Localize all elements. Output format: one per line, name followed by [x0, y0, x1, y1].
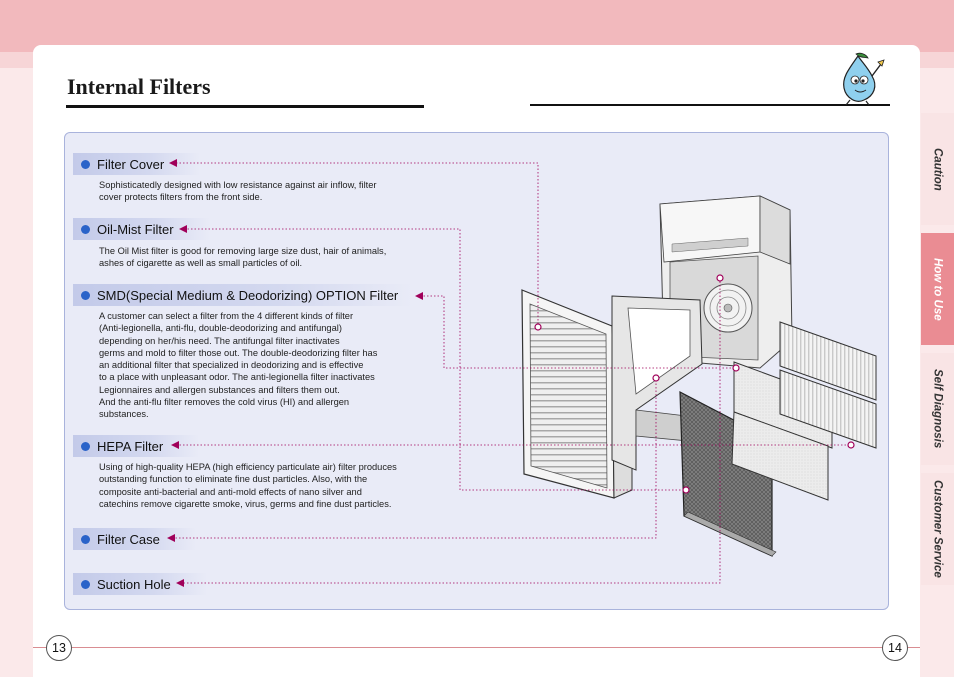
- title-rule-left: [66, 105, 424, 108]
- blue-dot-bullet-icon: [81, 441, 90, 451]
- label-suction-hole: Suction Hole: [73, 573, 207, 595]
- footer-rule: [33, 647, 920, 648]
- desc-line: And the anti-flu filter removes the cold…: [99, 397, 350, 408]
- desc-line: A customer can select a filter from the …: [99, 311, 354, 321]
- desc-line: (Anti-legionella, anti-flu, double-deodo…: [99, 323, 342, 334]
- side-tab-customer-service[interactable]: Customer Service: [921, 473, 954, 585]
- smd-filter-part: [779, 321, 877, 449]
- side-tab-label: Customer Service: [931, 480, 944, 578]
- label-text: Suction Hole: [97, 576, 171, 592]
- left-arrow-icon: [169, 159, 177, 167]
- left-arrow-icon: [179, 225, 187, 233]
- callout-marker: [847, 441, 855, 449]
- side-tab-label: How to Use: [931, 257, 944, 321]
- callout-marker: [534, 323, 542, 331]
- desc-line: The Oil Mist filter is good for removing…: [99, 246, 387, 256]
- callout-markers: [534, 274, 855, 494]
- left-arrow-icon: [415, 292, 423, 300]
- page-number-right: 14: [882, 635, 908, 661]
- callout-marker: [732, 364, 740, 372]
- desc-hepa-filter: Using of high-quality HEPA (high efficie…: [99, 461, 397, 510]
- callout-marker: [652, 374, 660, 382]
- blue-dot-bullet-icon: [81, 224, 90, 234]
- label-filter-cover: Filter Cover: [73, 153, 201, 175]
- blue-dot-bullet-icon: [81, 290, 90, 300]
- desc-line: an additional filter that specialized in…: [99, 360, 364, 371]
- desc-line: substances.: [99, 409, 149, 420]
- side-tab-label: Self Diagnosis: [931, 369, 944, 449]
- side-tab-how-to-use[interactable]: How to Use: [921, 233, 954, 345]
- desc-line: catechins remove cigarette smoke, virus,…: [99, 498, 392, 509]
- desc-filter-cover: Sophisticatedly designed with low resist…: [99, 179, 377, 204]
- desc-line: composite anti-bacterial and anti-mold e…: [99, 486, 362, 497]
- desc-line: to a place with unpleasant odor. The ant…: [99, 372, 375, 383]
- label-text: Filter Cover: [97, 156, 165, 172]
- blue-dot-bullet-icon: [81, 159, 90, 169]
- label-oil-mist-filter: Oil-Mist Filter: [73, 218, 210, 240]
- label-filter-case: Filter Case: [73, 528, 196, 550]
- desc-line: outstanding function to eliminate fine d…: [99, 474, 368, 485]
- desc-line: germs and mold to filter those out. The …: [99, 347, 378, 358]
- left-arrow-icon: [167, 534, 175, 542]
- left-arrow-icons: [167, 159, 423, 587]
- label-text: Oil-Mist Filter: [97, 221, 174, 237]
- title-rule-right: [530, 104, 890, 106]
- left-arrow-icon: [176, 579, 184, 587]
- label-text: SMD(Special Medium & Deodorizing) OPTION…: [97, 287, 399, 303]
- water-drop-mascot-icon: [843, 52, 885, 106]
- desc-line: Legionnaires and allergen substances and…: [99, 384, 340, 395]
- side-tab-self-diagnosis[interactable]: Self Diagnosis: [921, 353, 954, 465]
- desc-oil-mist-filter: The Oil Mist filter is good for removing…: [99, 245, 386, 270]
- desc-smd-option-filter: A customer can select a filter from the …: [99, 310, 377, 421]
- desc-line: Using of high-quality HEPA (high efficie…: [99, 462, 397, 472]
- label-text: Filter Case: [97, 531, 160, 547]
- blue-dot-bullet-icon: [81, 534, 90, 544]
- blue-dot-bullet-icon: [81, 579, 90, 589]
- side-tab-label: Caution: [931, 147, 944, 191]
- page-number-left: 13: [46, 635, 72, 661]
- label-text: HEPA Filter: [97, 438, 164, 454]
- label-smd-option-filter: SMD(Special Medium & Deodorizing) OPTION…: [73, 284, 413, 306]
- callout-lines: [172, 162, 850, 584]
- desc-line: Sophisticatedly designed with low resist…: [99, 180, 377, 190]
- desc-line: depending on her/his need. The antifunga…: [99, 335, 340, 346]
- top-header-band: [0, 0, 954, 52]
- desc-line: ashes of cigarette as well as small part…: [99, 258, 303, 269]
- callout-marker: [682, 486, 690, 494]
- left-arrow-icon: [171, 441, 179, 449]
- callout-marker: [716, 274, 724, 282]
- label-hepa-filter: HEPA Filter: [73, 435, 200, 457]
- side-tab-caution[interactable]: Caution: [921, 113, 954, 225]
- desc-line: cover protects filters from the front si…: [99, 192, 263, 203]
- page-title: Internal Filters: [67, 74, 211, 99]
